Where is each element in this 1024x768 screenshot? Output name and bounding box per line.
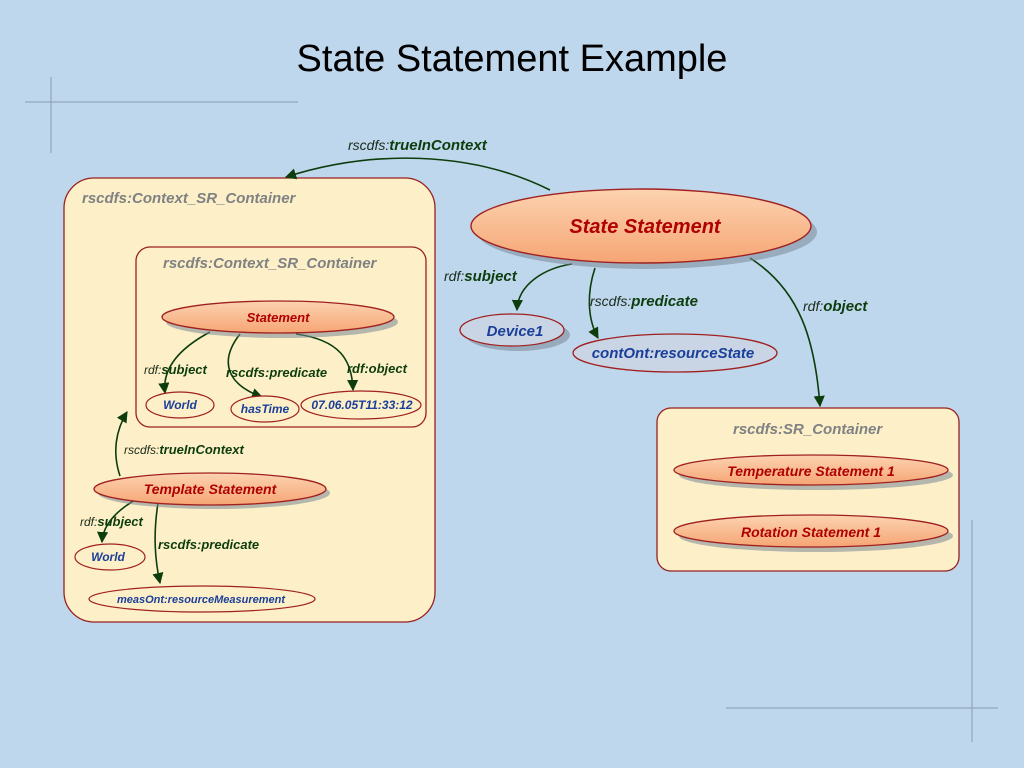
edge-predicate-inner [227, 333, 264, 399]
edge-subject-main [511, 263, 573, 312]
label-object-main: rdf:object [803, 298, 868, 315]
label-true-in-context-mid: rscdfs:trueInContext [124, 442, 245, 457]
node-timestamp [300, 390, 422, 420]
node-world-inner [145, 391, 215, 419]
label-subject-inner: rdf:subject [144, 362, 208, 377]
node-statement-label: Statement [247, 310, 311, 325]
node-rotation-statement-label: Rotation Statement 1 [741, 524, 881, 540]
corner-lines-top-left [25, 77, 298, 153]
corner-lines-bottom-right [726, 520, 998, 742]
edge-predicate-template [152, 502, 164, 585]
label-subject-template: rdf:subject [80, 514, 144, 529]
slide-title: State Statement Example [296, 38, 728, 80]
edge-predicate-main [588, 267, 599, 339]
node-template-statement [93, 472, 327, 506]
label-true-in-context-top: rscdfs:trueInContext [348, 137, 488, 154]
node-rotation-statement [673, 514, 949, 548]
outer-left-container-label: rscdfs:Context_SR_Container [82, 190, 297, 207]
node-state-statement [470, 188, 812, 264]
node-device1-label: Device1 [487, 323, 544, 340]
node-temperature-statement-label: Temperature Statement 1 [727, 463, 895, 479]
label-predicate-template: rscdfs:predicate [158, 537, 259, 552]
node-meas-ont-label: measOnt:resourceMeasurement [117, 594, 286, 606]
inner-left-container-label: rscdfs:Context_SR_Container [163, 255, 378, 272]
label-subject-main: rdf:subject [444, 268, 518, 285]
edge-object-main [749, 257, 825, 408]
node-temperature-statement [673, 454, 949, 486]
node-resource-state-label: contOnt:resourceState [592, 345, 755, 362]
node-has-time-label: hasTime [241, 402, 290, 416]
edges [96, 157, 825, 585]
node-has-time [230, 395, 300, 423]
right-container-label: rscdfs:SR_Container [733, 421, 883, 438]
node-resource-state [572, 333, 778, 373]
label-predicate-inner: rscdfs:predicate [226, 365, 327, 380]
edge-true-in-context-top [284, 157, 551, 191]
node-timestamp-label: 07.06.05T11:33:12 [311, 398, 413, 412]
label-object-inner: rdf:object [347, 361, 408, 376]
edge-subject-inner [158, 331, 211, 395]
node-state-statement-label: State Statement [569, 216, 721, 238]
node-world-outer [74, 543, 146, 571]
node-statement [161, 300, 395, 334]
edge-true-in-context-mid [115, 411, 128, 477]
node-world-outer-label: World [91, 550, 125, 564]
node-world-inner-label: World [163, 398, 197, 412]
node-template-statement-label: Template Statement [144, 481, 278, 497]
label-predicate-main: rscdfs:predicate [590, 293, 698, 310]
node-meas-ont [88, 585, 316, 613]
node-device1 [459, 313, 565, 347]
